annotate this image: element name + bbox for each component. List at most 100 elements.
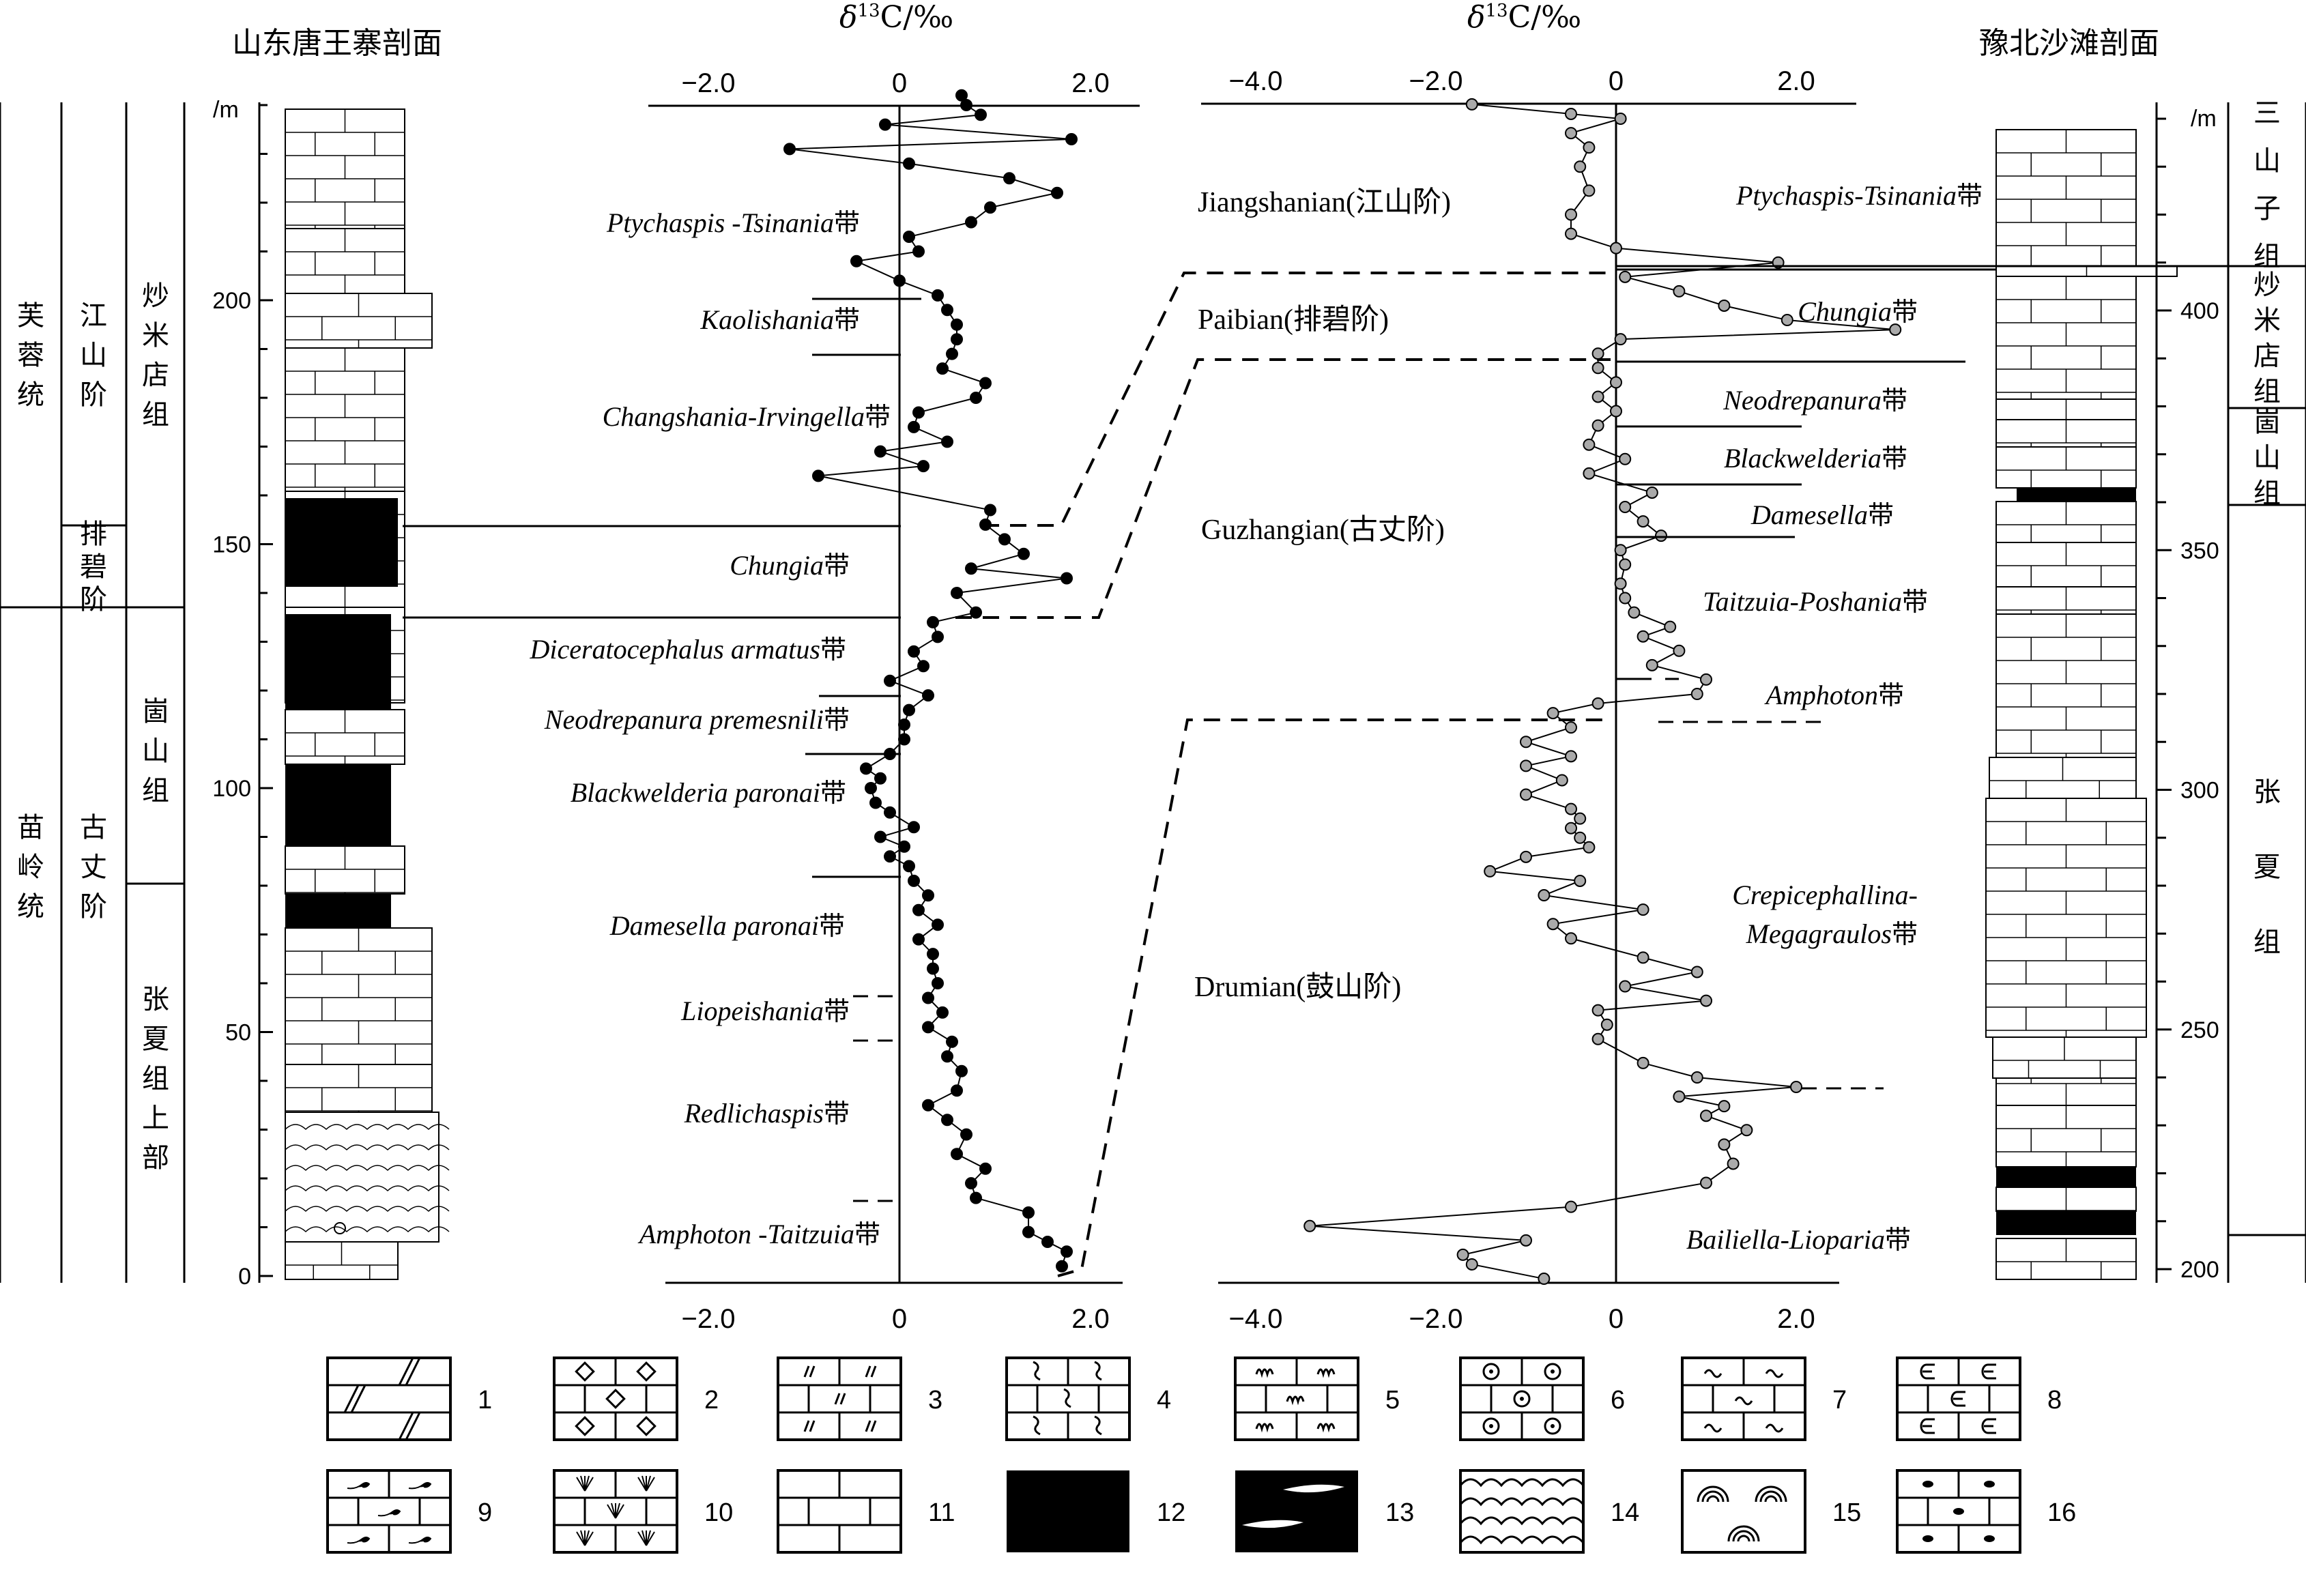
iso-data-point xyxy=(951,318,963,331)
iso-data-point xyxy=(922,1021,934,1034)
iso-tick-label: −2.0 xyxy=(682,68,736,98)
biozone-label: Amphoton带 xyxy=(1764,680,1904,710)
legend-mark xyxy=(1984,1535,1995,1542)
legend-line xyxy=(398,1357,414,1386)
legend-mark xyxy=(347,1537,371,1544)
iso-data-point xyxy=(960,1128,972,1141)
biozone-label: Redlichaspis带 xyxy=(684,1098,850,1129)
formation-label: 夏 xyxy=(2253,852,2281,883)
legend-mark xyxy=(1482,1417,1500,1435)
biozone-label: Chungia带 xyxy=(1798,296,1918,327)
iso-data-point xyxy=(850,255,863,267)
stage-label: 碧 xyxy=(80,551,107,583)
lith-bed xyxy=(1995,613,2137,758)
legend-mark xyxy=(1033,1361,1041,1381)
iso-data-point xyxy=(1574,160,1587,173)
iso-data-point xyxy=(1614,577,1627,590)
iso-data-point xyxy=(1637,951,1649,964)
legend-label: 2 xyxy=(704,1386,719,1414)
legend-wave xyxy=(1459,1535,1585,1545)
stage-label: 江 xyxy=(80,300,107,332)
iso-data-point xyxy=(1700,673,1712,686)
iso-data-point xyxy=(1565,107,1577,120)
legend-mark xyxy=(1094,1415,1102,1436)
depth-tick-label: 100 xyxy=(212,776,251,802)
iso-data-point xyxy=(1565,802,1577,815)
legend-lens xyxy=(1283,1484,1344,1493)
iso-data-point xyxy=(912,406,925,419)
iso-curve xyxy=(789,95,1072,1267)
series-label: 岭 xyxy=(17,852,44,883)
iso-data-point xyxy=(1555,774,1568,787)
iso-data-point xyxy=(1565,822,1577,835)
lith-black-bed xyxy=(285,764,391,846)
iso-data-point xyxy=(979,377,992,390)
legend-mark xyxy=(1922,1481,1933,1488)
legend-mark xyxy=(1920,1363,1935,1380)
depth-tick-label: 350 xyxy=(2180,538,2219,564)
biozone-label: Ptychaspis-Tsinania带 xyxy=(1735,180,1983,211)
legend-mark xyxy=(646,1477,655,1492)
iso-data-point xyxy=(1484,865,1497,877)
iso-data-point xyxy=(1061,1245,1073,1258)
iso-data-point xyxy=(1041,1235,1054,1248)
iso-data-point xyxy=(951,1084,963,1097)
legend-wave xyxy=(1459,1497,1585,1507)
iso-data-point xyxy=(1655,529,1667,542)
iso-data-point xyxy=(1574,874,1587,887)
stage-label: 丈 xyxy=(80,852,107,883)
depth-tick-label: 400 xyxy=(2180,298,2219,324)
iso-data-point xyxy=(1673,285,1686,298)
biozone-label: Damesella带 xyxy=(1750,499,1894,530)
iso-data-point xyxy=(1520,850,1532,863)
iso-data-point xyxy=(941,435,953,448)
legend-item: 4 xyxy=(1005,1356,1171,1441)
legend-line xyxy=(398,1412,414,1440)
legend-mark xyxy=(1551,1369,1555,1374)
iso-data-point xyxy=(1591,390,1604,403)
legend-mark xyxy=(408,1482,432,1490)
iso-data-point xyxy=(1565,227,1577,240)
iso-data-point xyxy=(903,860,915,873)
legend-mark xyxy=(1765,1423,1784,1433)
lith-wave xyxy=(285,1226,450,1233)
iso-data-point xyxy=(865,782,877,794)
iso-data-point xyxy=(917,660,929,673)
iso-data-point xyxy=(1591,697,1604,710)
legend-mark xyxy=(575,1416,595,1436)
iso-data-point xyxy=(1546,707,1559,720)
legend-mark xyxy=(870,1365,877,1378)
biozone-label: Neodrepanura premesnili带 xyxy=(544,704,850,735)
stage-name: Paibian(排碧阶) xyxy=(1198,304,1389,336)
biozone-label: Ptychaspis -Tsinania带 xyxy=(606,207,860,238)
iso-data-point xyxy=(941,304,953,317)
correlation-line xyxy=(955,358,1611,619)
formation-label: 组 xyxy=(142,775,169,807)
stage-label: 阶 xyxy=(80,584,107,615)
legend-mark xyxy=(615,1504,624,1519)
iso-data-point xyxy=(1664,620,1677,633)
legend-mark xyxy=(576,1477,586,1492)
iso-data-point xyxy=(1727,1157,1740,1170)
iso-data-point xyxy=(965,1177,977,1190)
iso-data-point xyxy=(1790,1081,1802,1094)
iso-data-point xyxy=(903,231,915,244)
iso-data-point xyxy=(1614,113,1627,125)
iso-tick-label: 2.0 xyxy=(1071,1304,1110,1334)
iso-data-point xyxy=(951,587,963,599)
legend-mark xyxy=(584,1475,590,1492)
stage-label: 古 xyxy=(80,812,107,843)
legend-item: 7 xyxy=(1681,1356,1847,1441)
legend-swatch xyxy=(326,1356,452,1441)
iso-data-point xyxy=(932,289,944,302)
isotope-axis-label-left: δ13C/‰ xyxy=(839,0,953,35)
iso-data-point xyxy=(936,362,949,375)
iso-data-point xyxy=(1591,1004,1604,1017)
legend-label: 13 xyxy=(1385,1498,1414,1527)
legend-mark xyxy=(1703,1423,1723,1433)
iso-data-point xyxy=(1051,186,1063,199)
iso-data-point xyxy=(898,733,910,746)
legend-mark xyxy=(870,1420,877,1432)
lith-wavy-bed xyxy=(285,1112,439,1243)
